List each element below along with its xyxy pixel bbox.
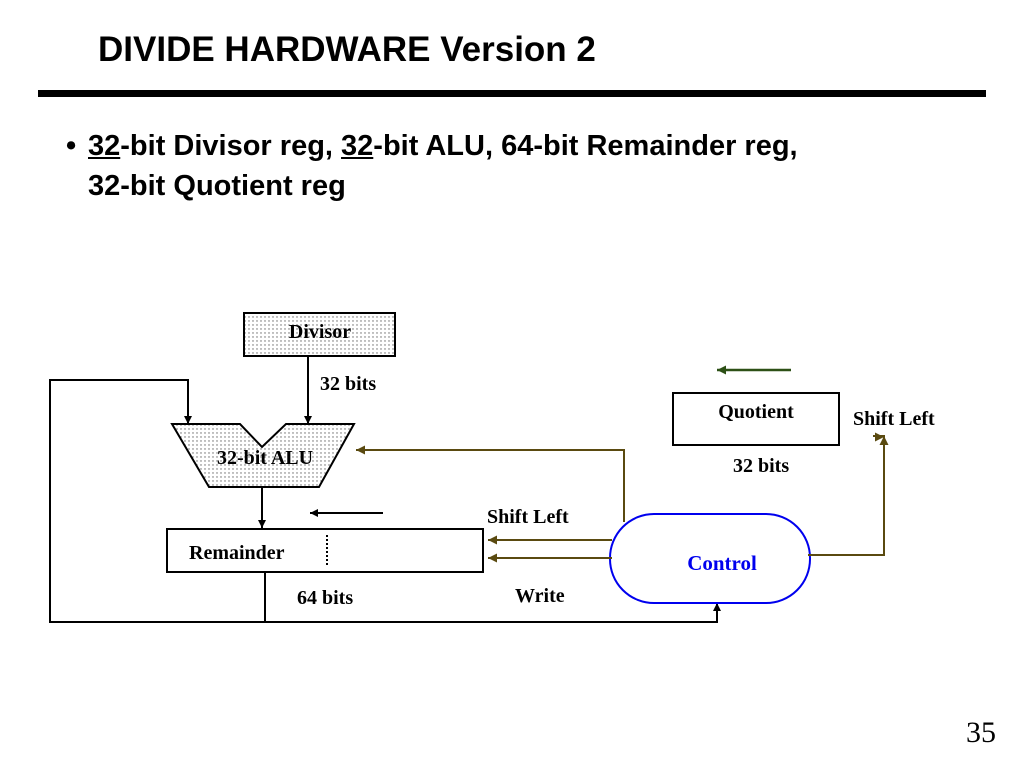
- slide-title: DIVIDE HARDWARE Version 2: [98, 30, 596, 69]
- bullet-underlined-32-b: 32: [341, 130, 374, 162]
- remainder-register: [166, 528, 484, 573]
- alu-label: 32-bit ALU: [217, 447, 313, 469]
- divisor-label: Divisor: [289, 321, 351, 343]
- bullet-underlined-32-a: 32: [88, 130, 121, 162]
- bullet-quotient-text: 32-bit Quotient reg: [88, 170, 346, 202]
- slide-number: 35: [966, 716, 996, 749]
- divisor-width-label: 32 bits: [320, 373, 376, 395]
- title-rule: [38, 90, 986, 97]
- remainder-width-label: 64 bits: [297, 587, 353, 609]
- control-label: Control: [687, 551, 757, 575]
- bullet-alu-text: -bit ALU, 64-bit Remainder reg,: [373, 130, 798, 162]
- remainder-write-label: Write: [515, 585, 565, 607]
- control-to-alu-signal: [356, 445, 625, 522]
- quotient-label: Quotient: [718, 401, 794, 423]
- remainder-label: Remainder: [189, 542, 285, 564]
- alu: [170, 423, 356, 488]
- remainder-feedback-wire: [49, 379, 266, 623]
- bullet-text: •32-bit Divisor reg, 32-bit ALU, 64-bit …: [66, 126, 966, 206]
- quotient-shift-left-label: Shift Left: [853, 408, 935, 430]
- divisor-register: [243, 312, 396, 357]
- quotient-width-label: 32 bits: [733, 455, 789, 477]
- control-to-quotient-signal-a: [808, 435, 885, 556]
- bullet-divisor-text: -bit Divisor reg,: [120, 130, 342, 162]
- quotient-register: [672, 392, 840, 446]
- bullet-marker: •: [66, 130, 77, 162]
- remainder-shift-left-label: Shift Left: [487, 506, 569, 528]
- remainder-to-control-wire: [265, 603, 721, 623]
